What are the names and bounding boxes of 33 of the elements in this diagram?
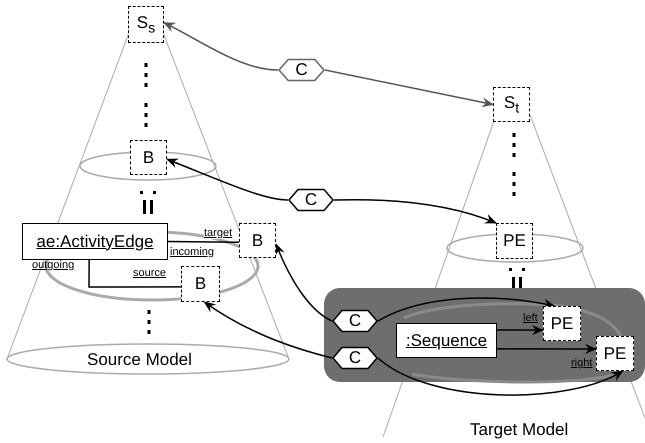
arrow [204, 301, 332, 359]
dashed-element-box: B [130, 140, 167, 175]
shaded-region [324, 288, 645, 382]
dashed-element-box: PE [543, 306, 581, 341]
dashed-element-box: S$_{s}$ [128, 6, 164, 43]
object-box: :Sequence [396, 323, 497, 358]
correspondence-hexagon: C [288, 188, 334, 212]
arrow [378, 297, 556, 322]
arrow [378, 357, 624, 396]
arrow [497, 344, 597, 354]
model-caption: Source Model [87, 351, 192, 368]
role-label: source [133, 268, 166, 279]
dashed-element-box: S$_{t}$ [493, 87, 530, 122]
arrow [334, 198, 497, 224]
arrow [275, 243, 332, 322]
arrow [497, 325, 544, 336]
dashed-element-box: B [239, 223, 276, 258]
role-label: left [523, 313, 538, 324]
correspondence-hexagon: C [332, 309, 378, 333]
dashed-element-box: PE [496, 223, 533, 259]
role-label: outgoing [32, 260, 74, 271]
arrow [166, 158, 288, 201]
object-box: ae:ActivityEdge [22, 223, 168, 260]
correspondence-hexagon: C [332, 346, 378, 370]
dashed-element-box: PE [596, 336, 634, 371]
correspondence-hexagon: C [278, 58, 325, 82]
arrow [324, 69, 494, 108]
role-label: right [571, 358, 592, 369]
arrow [163, 22, 278, 71]
model-caption: Target Model [470, 421, 568, 438]
role-label: target [204, 228, 232, 239]
dashed-element-box: B [181, 266, 220, 302]
role-label: incoming [170, 247, 214, 258]
